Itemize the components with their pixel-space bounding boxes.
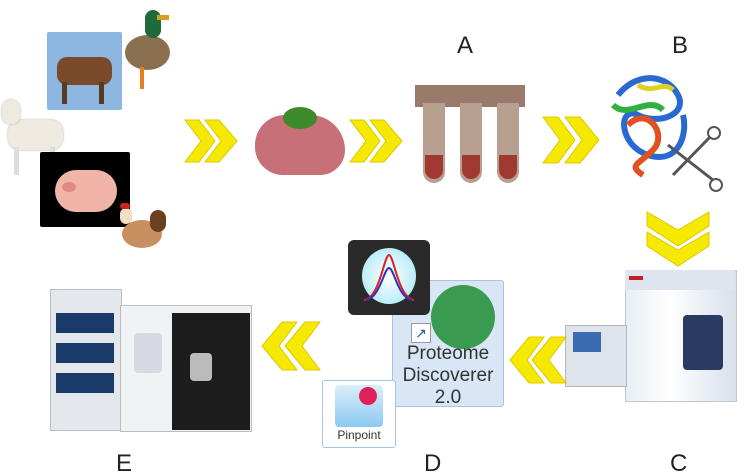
arrow-right-icon	[348, 119, 403, 163]
duck-image	[115, 5, 175, 95]
sample-tubes-image	[415, 85, 525, 190]
meat-tissue-image	[255, 107, 345, 175]
cow-image	[47, 32, 122, 110]
pd-name-line2: Discoverer	[402, 365, 494, 386]
rooster-image	[110, 200, 172, 266]
pinpoint-icon[interactable]: Pinpoint	[322, 380, 396, 448]
label-c: C	[670, 450, 688, 476]
pd-name-line1: Proteome	[406, 343, 490, 364]
arrow-right-icon	[542, 116, 600, 164]
label-b: B	[672, 32, 689, 59]
proteome-discoverer-icon[interactable]: ↗ Proteome Discoverer 2.0	[392, 280, 504, 408]
pig-image	[40, 152, 130, 227]
label-a: A	[457, 32, 474, 59]
arrow-down-icon	[646, 211, 710, 267]
protein-structure-image	[610, 75, 723, 192]
shortcut-arrow-icon: ↗	[411, 323, 431, 343]
scissors-icon	[667, 143, 714, 182]
arrow-left-icon	[261, 321, 321, 371]
peak-curve-icon	[363, 253, 415, 301]
pinpoint-label: Pinpoint	[337, 428, 381, 442]
arrow-right-icon	[183, 119, 238, 163]
chromatogram-software-icon[interactable]	[348, 240, 430, 315]
label-e: E	[116, 450, 133, 476]
pd-version: 2.0	[434, 387, 462, 408]
label-d: D	[424, 450, 442, 476]
mass-spectrometer-image	[565, 270, 743, 402]
arrow-left-icon	[509, 336, 567, 384]
lc-ms-system-image	[22, 283, 252, 443]
